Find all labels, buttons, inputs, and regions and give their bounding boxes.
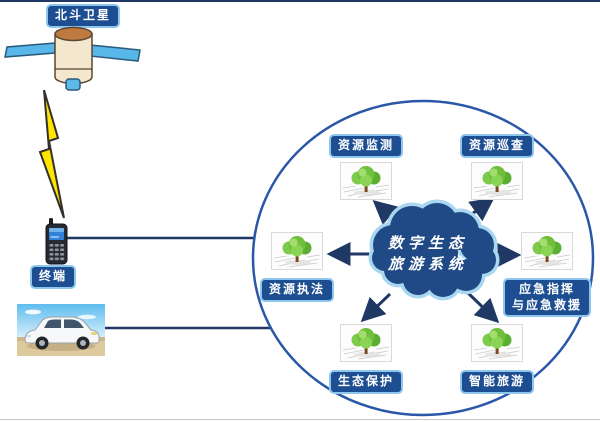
node-ecological-protection: 生态保护 xyxy=(321,324,411,394)
node-resource-inspection: 资源巡查 xyxy=(452,134,542,204)
tree-photo xyxy=(471,324,523,362)
feature-label-text: 资源监测 xyxy=(337,138,394,152)
node-emergency-command-rescue: 应急指挥 与应急救援 xyxy=(502,232,592,318)
feature-label-text-line2: 与应急救援 xyxy=(511,297,582,312)
tree-photo xyxy=(340,324,392,362)
feature-image-slot xyxy=(271,232,323,274)
tree-photo xyxy=(521,232,573,270)
bottom-border-rule xyxy=(0,419,600,420)
feature-label: 资源巡查 xyxy=(459,134,534,158)
node-resource-monitoring: 资源监测 xyxy=(321,134,411,204)
feature-image-slot xyxy=(471,161,523,204)
feature-label: 资源监测 xyxy=(328,134,403,158)
feature-label-text: 资源巡查 xyxy=(468,138,525,152)
arrow-to-smart-tourism xyxy=(465,290,500,324)
node-resource-law-enforcement: 资源执法 xyxy=(252,232,342,302)
handheld-terminal-icon xyxy=(45,218,68,265)
lightning-icon xyxy=(38,90,65,219)
feature-label: 资源执法 xyxy=(259,278,334,302)
satellite-label: 北斗卫星 xyxy=(46,4,121,28)
feature-image-slot xyxy=(521,232,573,274)
car-photo xyxy=(17,304,105,356)
satellite-icon xyxy=(4,26,141,91)
system-title-line1: 数字生态 xyxy=(387,234,468,252)
feature-label: 生态保护 xyxy=(328,370,403,394)
node-smart-tourism: 智能旅游 xyxy=(452,324,542,394)
feature-image-slot xyxy=(340,161,392,204)
feature-label-text: 生态保护 xyxy=(337,374,394,388)
tree-photo xyxy=(340,161,392,200)
top-border-rule xyxy=(0,0,600,2)
arrow-to-ecological-protection xyxy=(360,292,392,323)
system-title-line2: 旅游系统 xyxy=(387,255,468,273)
tree-photo xyxy=(271,232,323,270)
system-cloud-shape xyxy=(368,199,500,301)
feature-label-text: 智能旅游 xyxy=(468,374,525,388)
system-title: 数字生态 旅游系统 xyxy=(358,233,498,275)
feature-label: 智能旅游 xyxy=(459,370,534,394)
feature-label: 应急指挥 与应急救援 xyxy=(502,278,591,318)
terminal-label: 终端 xyxy=(30,265,77,289)
feature-label-text-line1: 应急指挥 xyxy=(518,282,575,296)
feature-image-slot xyxy=(340,324,392,366)
feature-label-text: 资源执法 xyxy=(268,282,325,296)
feature-image-slot xyxy=(471,324,523,366)
tree-photo xyxy=(471,161,523,200)
